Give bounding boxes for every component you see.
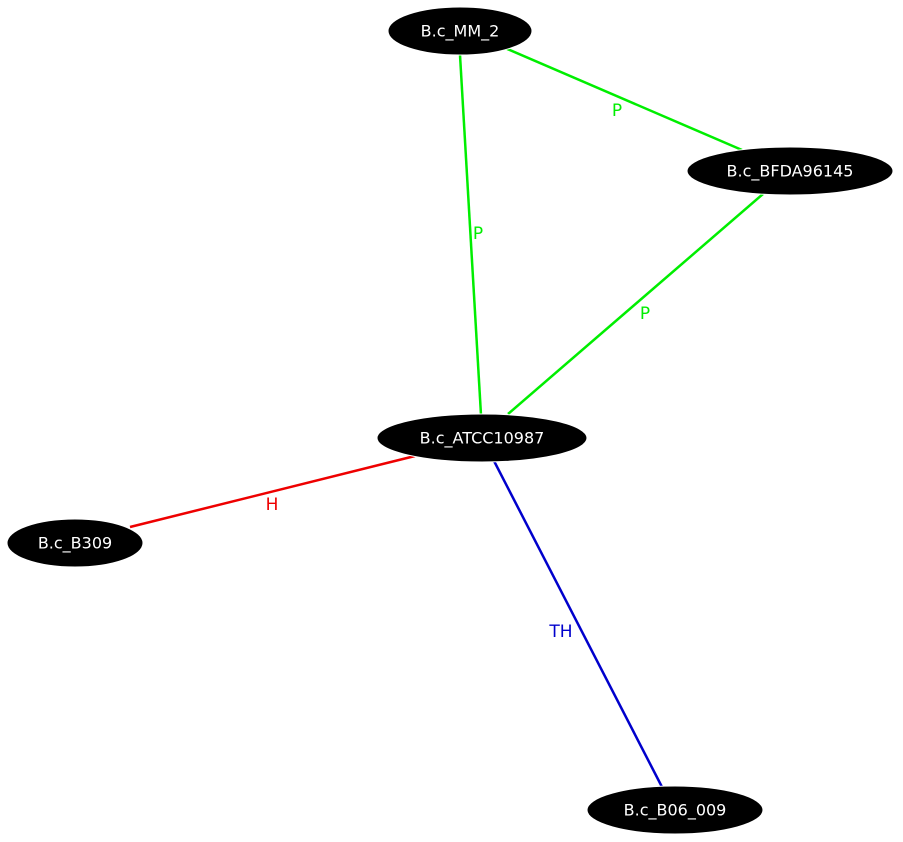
edge-bfda-atcc: P — [507, 193, 764, 415]
node-ellipse-mm2 — [387, 6, 533, 56]
edge-label-atcc-b06: TH — [548, 622, 572, 642]
edge-line-bfda-atcc — [507, 193, 764, 415]
node-label-mm2: B.c_MM_2 — [421, 22, 500, 42]
node-ellipse-b309 — [6, 518, 144, 568]
node-label-b309: B.c_B309 — [38, 534, 112, 554]
node-atcc[interactable]: B.c_ATCC10987 — [376, 413, 588, 463]
node-b309[interactable]: B.c_B309 — [6, 518, 144, 568]
edge-line-atcc-b06 — [491, 458, 664, 788]
edge-mm2-atcc: P — [458, 54, 483, 416]
node-label-atcc: B.c_ATCC10987 — [420, 429, 545, 449]
edge-label-mm2-bfda: P — [612, 101, 622, 121]
node-mm2[interactable]: B.c_MM_2 — [387, 6, 533, 56]
edge-label-atcc-b309: H — [266, 495, 279, 515]
edge-layer: P P P H TH — [129, 46, 764, 788]
edge-mm2-bfda: P — [504, 46, 743, 152]
edge-atcc-b06: TH — [491, 458, 664, 788]
node-ellipse-bfda — [686, 146, 894, 196]
edge-label-mm2-atcc: P — [473, 224, 483, 244]
node-ellipse-atcc — [376, 413, 588, 463]
node-ellipse-b06 — [586, 785, 764, 835]
node-label-b06: B.c_B06_009 — [624, 801, 727, 821]
node-layer: B.c_MM_2 B.c_BFDA96145 B.c_ATCC10987 B.c… — [6, 6, 894, 835]
node-label-bfda: B.c_BFDA96145 — [727, 162, 854, 182]
edge-line-atcc-b309 — [129, 454, 416, 529]
edge-line-mm2-atcc — [458, 54, 483, 416]
edge-label-bfda-atcc: P — [640, 304, 650, 324]
node-bfda[interactable]: B.c_BFDA96145 — [686, 146, 894, 196]
node-b06[interactable]: B.c_B06_009 — [586, 785, 764, 835]
edge-line-mm2-bfda — [504, 46, 743, 152]
edge-atcc-b309: H — [129, 454, 416, 529]
